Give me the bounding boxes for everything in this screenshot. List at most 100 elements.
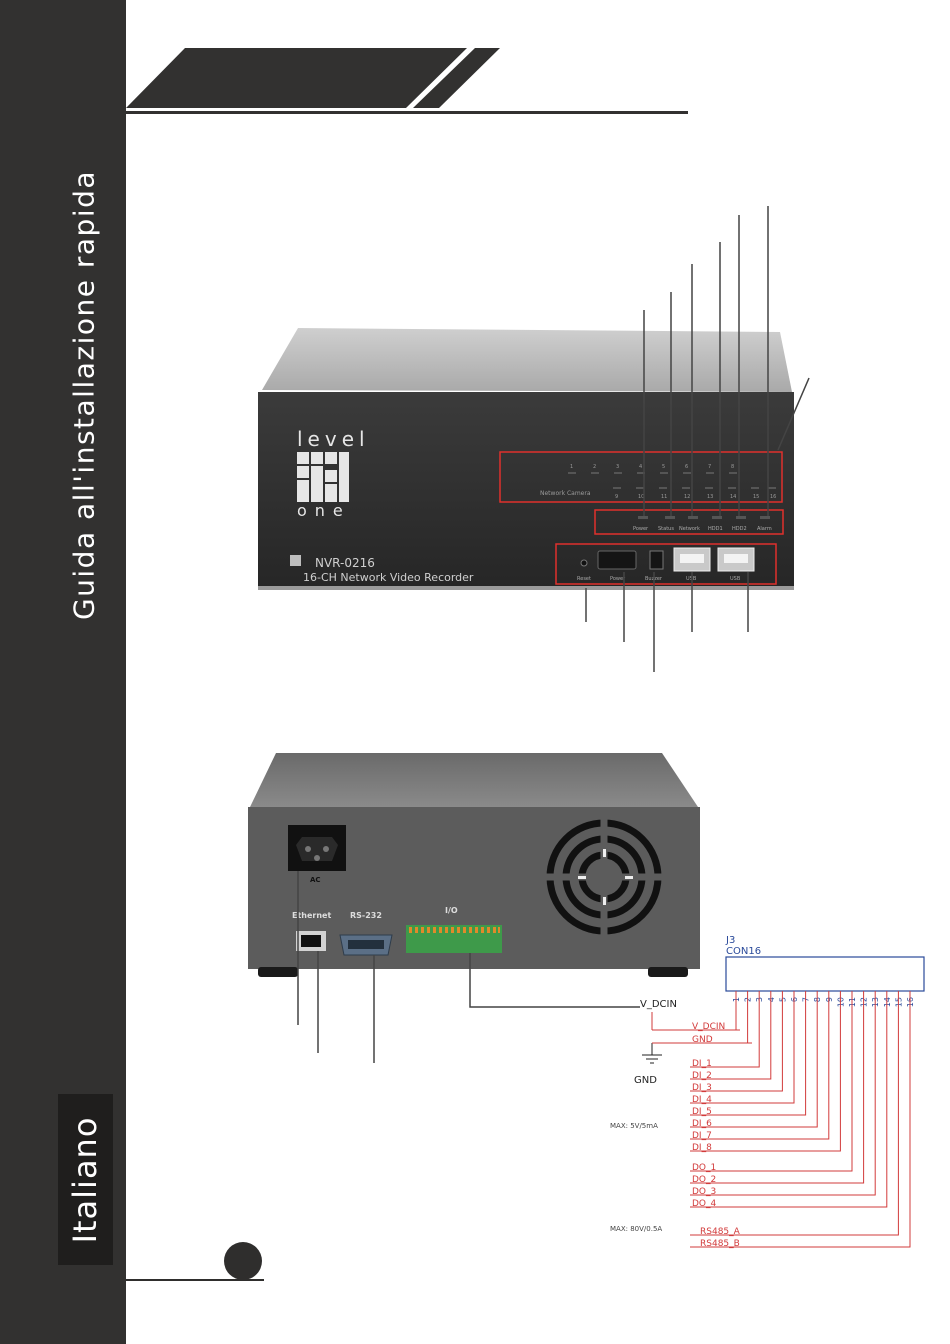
signal-label: DI_6 <box>692 1119 712 1129</box>
signal-label: DO_3 <box>692 1187 716 1197</box>
svg-text:13: 13 <box>707 494 713 500</box>
vdcin-label: V_DCIN <box>640 999 677 1010</box>
svg-text:Power: Power <box>633 526 649 532</box>
footer-rule <box>126 1279 264 1281</box>
pin-wire <box>690 991 876 1196</box>
svg-text:Power: Power <box>610 576 626 582</box>
signal-label: DO_1 <box>692 1163 716 1173</box>
svg-text:6: 6 <box>685 464 688 470</box>
header-band-small <box>413 48 500 108</box>
network-camera-label: Network Camera <box>540 490 591 497</box>
schematic-ref: J3 <box>725 935 735 946</box>
subtitle-label: 16-CH Network Video Recorder <box>303 571 474 584</box>
header-rule <box>126 111 688 114</box>
signal-label: V_DCIN <box>692 1022 725 1032</box>
svg-text:2: 2 <box>593 464 596 470</box>
logo-bottom-text: one <box>297 501 351 520</box>
page-number-badge <box>224 1242 262 1280</box>
svg-text:Alarm: Alarm <box>757 526 772 532</box>
pin-wire <box>690 991 911 1248</box>
sidebar: Guida all'installazione rapida Italiano <box>0 0 126 1344</box>
rs232-label: RS-232 <box>350 911 382 920</box>
svg-text:15: 15 <box>753 494 759 500</box>
svg-text:14: 14 <box>730 494 736 500</box>
pin-wire <box>690 991 899 1236</box>
connector-box <box>725 956 925 992</box>
channel-leds-bottom: 9 10 11 12 13 14 15 16 <box>613 487 776 500</box>
status-leds: Power Status Network HDD1 HDD2 Alarm <box>633 516 772 532</box>
svg-text:11: 11 <box>661 494 667 500</box>
language-tab-label: Italiano <box>66 1116 104 1244</box>
logo-top-text: level <box>297 427 370 451</box>
svg-text:Network: Network <box>679 526 700 532</box>
sidebar-title-text: Guida all'installazione rapida <box>67 169 101 621</box>
schematic-part: CON16 <box>726 946 761 957</box>
svg-text:3: 3 <box>616 464 619 470</box>
pin-number: 5 <box>778 997 787 1002</box>
front-panel-figure: level one NVR-0216 16-CH Network Video R… <box>258 206 810 672</box>
svg-text:Status: Status <box>658 526 674 532</box>
io-label: I/O <box>445 906 458 915</box>
logo-mark <box>297 452 349 502</box>
front-callouts <box>585 206 810 672</box>
max-do-note: MAX: 80V/0.5A <box>610 1225 662 1233</box>
rear-panel-figure: AC Ethernet RS-232 I/O <box>248 753 700 1063</box>
signal-label: DI_8 <box>692 1143 712 1153</box>
model-label: NVR-0216 <box>315 556 375 570</box>
svg-text:7: 7 <box>708 464 711 470</box>
pin-number: 8 <box>813 997 822 1002</box>
svg-text:9: 9 <box>615 494 618 500</box>
signal-label: RS485_B <box>700 1239 740 1249</box>
signal-label: DI_5 <box>692 1107 712 1117</box>
ac-label: AC <box>310 876 321 884</box>
svg-text:USB: USB <box>730 576 741 582</box>
svg-text:HDD1: HDD1 <box>708 526 723 532</box>
front-buttons: Reset Power Buzzer USB USB <box>577 547 755 582</box>
signal-label: DI_7 <box>692 1131 712 1141</box>
signal-label: GND <box>692 1035 713 1045</box>
buttons-box <box>555 543 777 585</box>
rear-chassis-top <box>250 753 698 807</box>
signal-labels: V_DCIN GND DI_1DI_2DI_3DI_4DI_5DI_6DI_7DI_… <box>692 1022 741 1249</box>
signal-label: DO_4 <box>692 1199 717 1209</box>
signal-label: DI_1 <box>692 1059 712 1069</box>
svg-text:4: 4 <box>639 464 642 470</box>
svg-text:5: 5 <box>662 464 665 470</box>
signal-label: DI_2 <box>692 1071 712 1081</box>
chassis-top <box>262 328 792 392</box>
ground-symbol <box>642 1043 662 1064</box>
svg-text:12: 12 <box>684 494 690 500</box>
rear-callouts <box>297 871 640 1063</box>
signal-label: DI_4 <box>692 1095 712 1105</box>
svg-text:10: 10 <box>638 494 644 500</box>
pin-wire <box>690 991 807 1116</box>
ethernet-label: Ethernet <box>292 911 331 920</box>
header-band-large <box>126 48 467 108</box>
front-bottom-edge <box>258 586 794 590</box>
svg-text:HDD2: HDD2 <box>732 526 747 532</box>
pin-wire <box>690 991 818 1128</box>
language-tab: Italiano <box>58 1094 113 1265</box>
channel-leds-top: 1 2 3 4 5 6 7 8 <box>568 464 737 474</box>
pin-wire <box>690 991 853 1172</box>
header-graphic <box>126 48 688 114</box>
pin-wire <box>690 991 783 1092</box>
pin-number: 10 <box>836 997 845 1007</box>
pin-wire <box>690 991 760 1068</box>
svg-text:1: 1 <box>570 464 573 470</box>
signal-label: DO_2 <box>692 1175 716 1185</box>
pin-wire <box>690 991 888 1208</box>
pin-number: 3 <box>755 997 764 1002</box>
status-led-box <box>594 509 784 535</box>
model-square <box>290 555 301 566</box>
gnd-symbol-label: GND <box>634 1075 657 1086</box>
pin-wire <box>690 991 795 1104</box>
pin-wire <box>690 991 830 1140</box>
svg-text:Reset: Reset <box>577 576 591 582</box>
pin-number: 15 <box>894 997 903 1007</box>
signal-label: DI_3 <box>692 1083 712 1093</box>
channel-led-box <box>499 451 783 503</box>
pin-wire <box>690 991 865 1184</box>
signal-label: RS485_A <box>700 1227 741 1237</box>
